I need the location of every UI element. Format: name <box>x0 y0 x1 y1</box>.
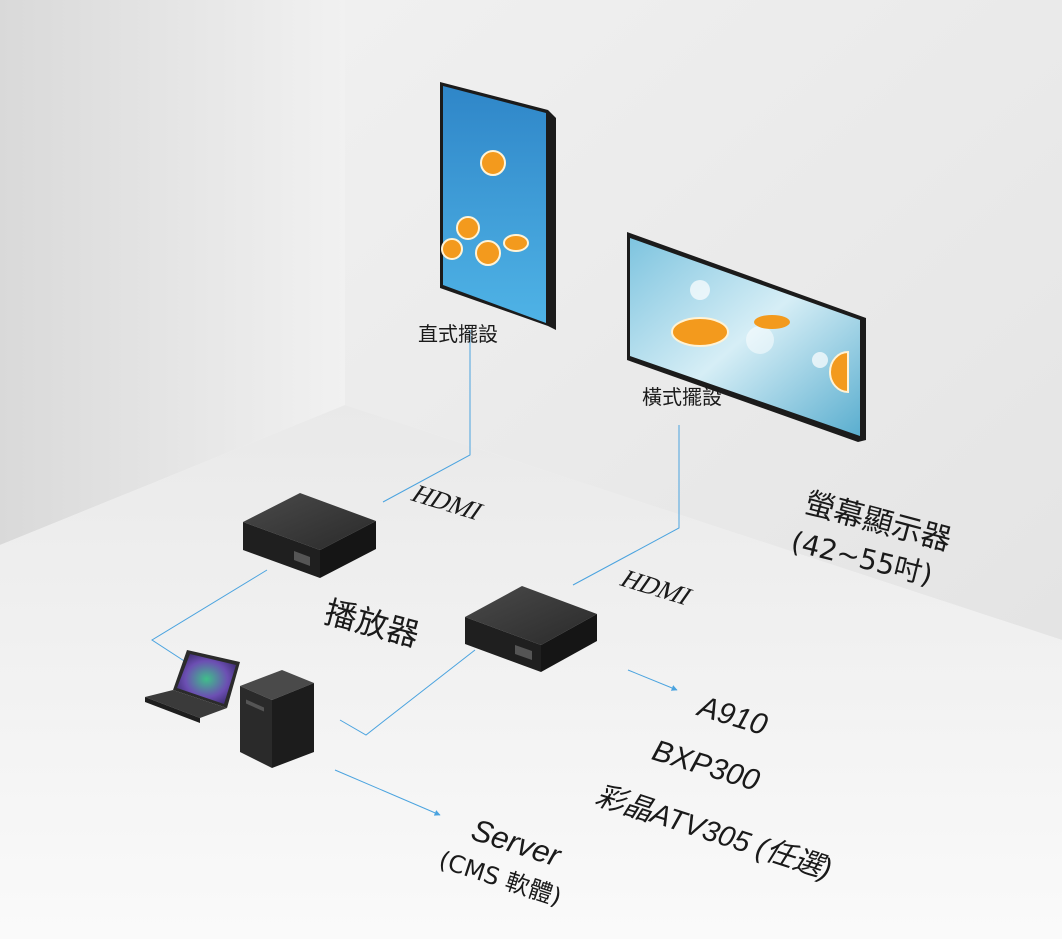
media-player-icon-2 <box>465 586 597 672</box>
landscape-label: 橫式擺設 <box>642 385 722 409</box>
left-wall <box>0 0 345 545</box>
portrait-label: 直式擺設 <box>418 322 498 346</box>
media-player-icon <box>243 493 376 578</box>
landscape-display-icon <box>627 232 866 442</box>
connectors <box>151 330 680 816</box>
server-tower-icon <box>240 670 314 768</box>
laptop-icon <box>145 650 240 723</box>
portrait-display-icon <box>440 82 556 330</box>
